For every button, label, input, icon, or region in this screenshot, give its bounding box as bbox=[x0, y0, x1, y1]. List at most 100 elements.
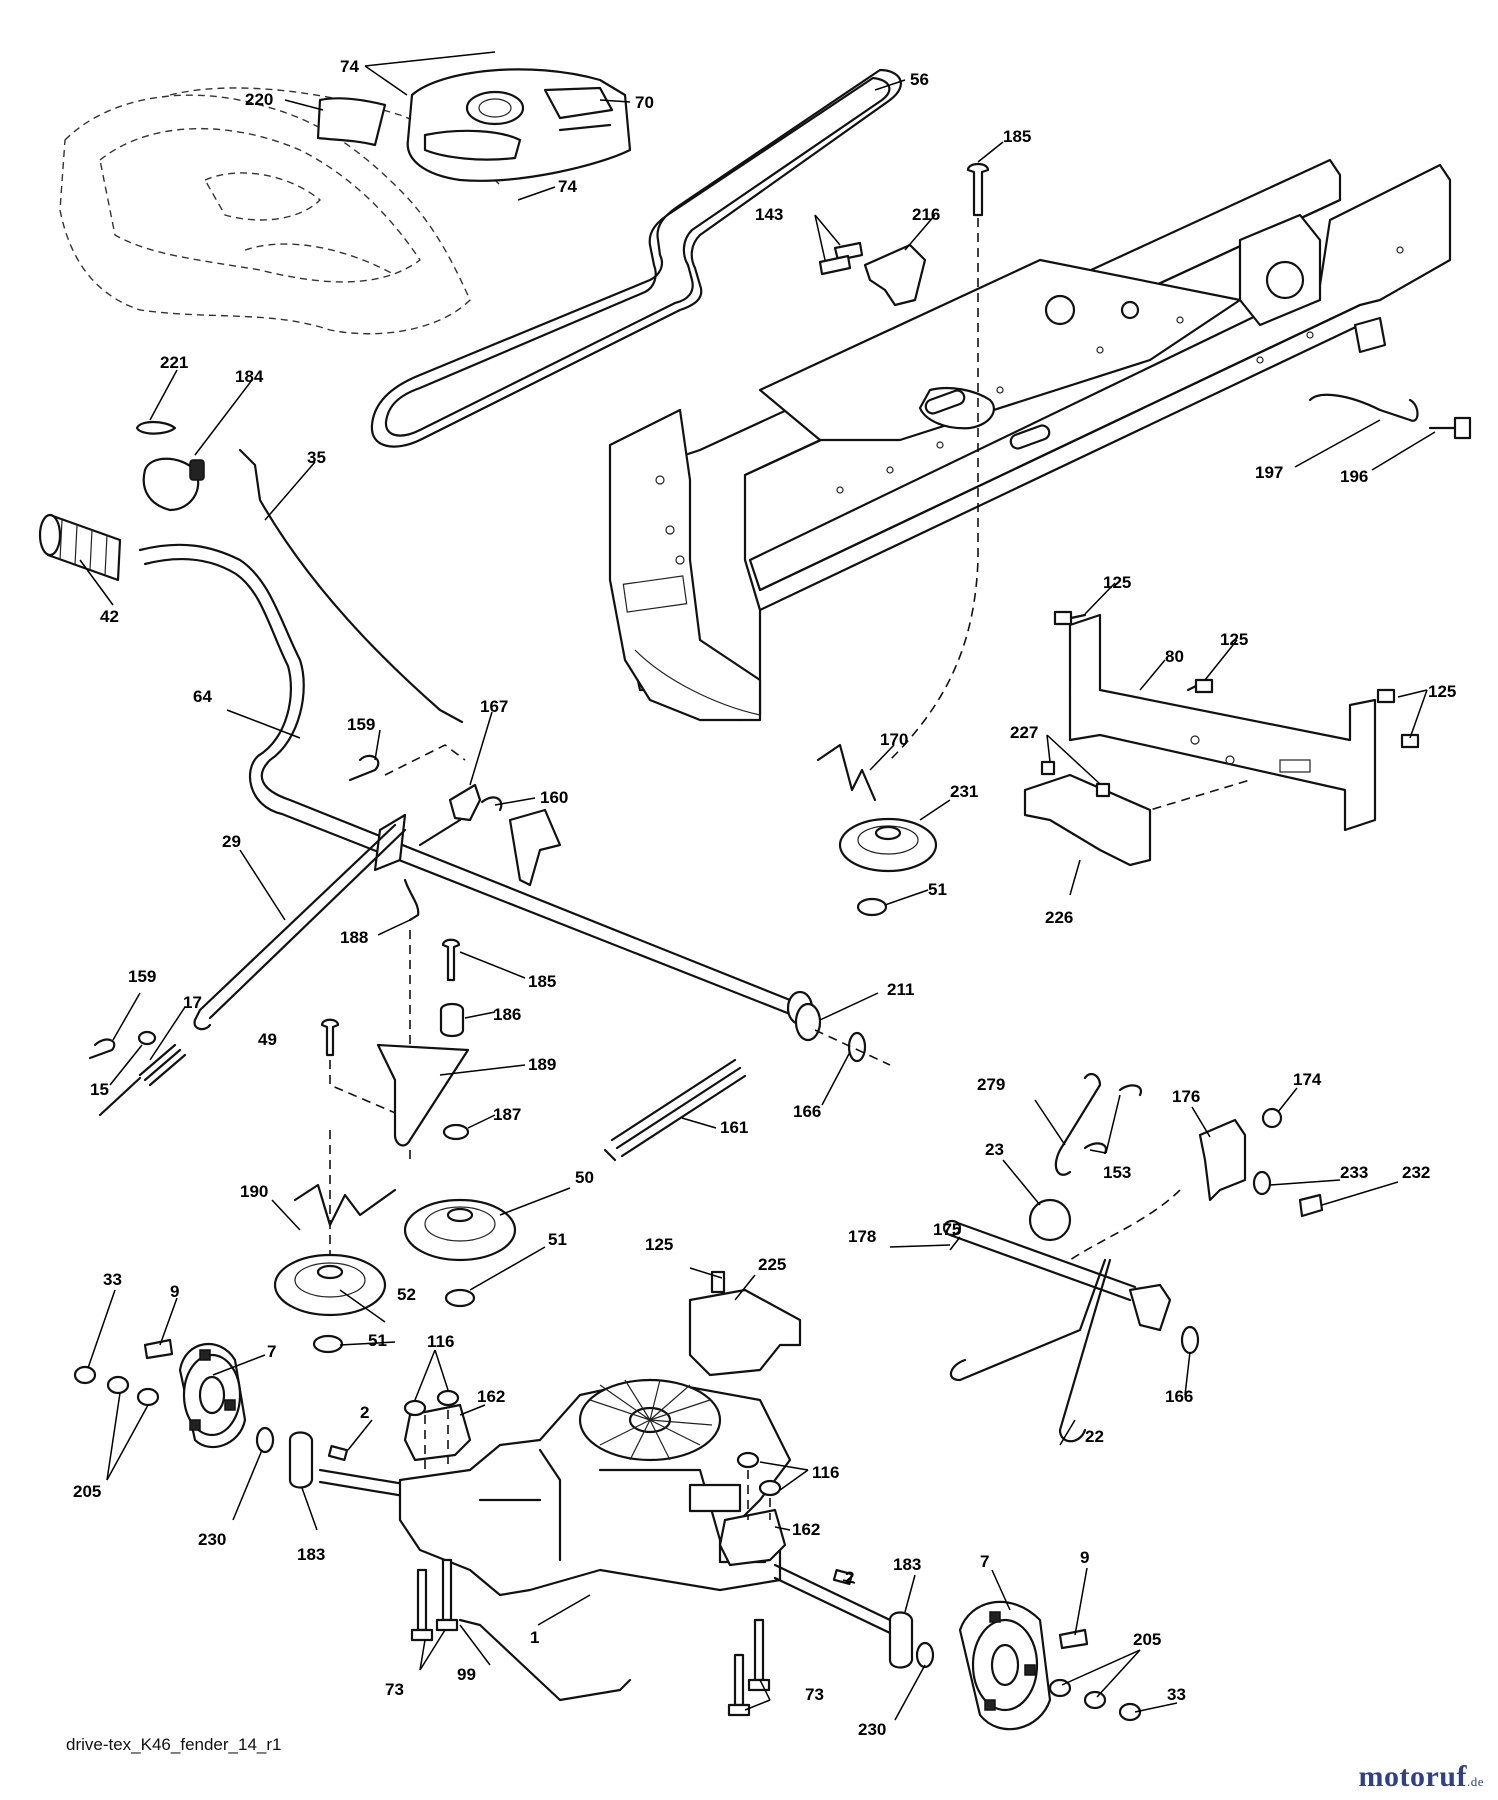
drive-belt bbox=[370, 68, 902, 448]
callout-1: 1 bbox=[530, 1628, 539, 1647]
callout-51-mid: 51 bbox=[548, 1230, 567, 1249]
lift-lever-64 bbox=[138, 543, 792, 1002]
idler-spring-170 bbox=[816, 743, 877, 802]
bolt-125-c bbox=[1376, 688, 1396, 704]
callout-174: 174 bbox=[1293, 1070, 1322, 1089]
callout-49: 49 bbox=[258, 1030, 277, 1049]
spring-17 bbox=[98, 1043, 187, 1117]
callout-35: 35 bbox=[307, 448, 326, 467]
callout-190: 190 bbox=[240, 1182, 268, 1201]
callout-143: 143 bbox=[755, 205, 783, 224]
callout-42: 42 bbox=[100, 607, 119, 626]
watermark-tld: .de bbox=[1466, 1774, 1484, 1789]
callout-125-b: 125 bbox=[1220, 630, 1248, 649]
callout-205-right: 205 bbox=[1133, 1630, 1161, 1649]
pedal-rod bbox=[1308, 393, 1419, 422]
callout-227: 227 bbox=[1010, 723, 1038, 742]
washer-33-right bbox=[1118, 1702, 1142, 1722]
callout-162-right: 162 bbox=[792, 1520, 820, 1539]
callout-74-top: 74 bbox=[340, 57, 359, 76]
callout-15: 15 bbox=[90, 1080, 109, 1099]
callout-22: 22 bbox=[1085, 1427, 1104, 1446]
nut-51-mid bbox=[444, 1288, 476, 1308]
callout-116-left: 116 bbox=[427, 1332, 454, 1351]
callout-125-a: 125 bbox=[1103, 573, 1131, 592]
fender-outline bbox=[59, 87, 501, 335]
clip-221 bbox=[135, 420, 177, 435]
callout-185-lower: 185 bbox=[528, 972, 556, 991]
callout-33-right: 33 bbox=[1167, 1685, 1186, 1704]
callout-99: 99 bbox=[457, 1665, 476, 1684]
washer-205-left-b bbox=[136, 1387, 160, 1407]
callout-232: 232 bbox=[1402, 1163, 1430, 1182]
washer-230-left bbox=[255, 1426, 275, 1454]
nut-116-left-b bbox=[436, 1389, 460, 1407]
diagram-caption: drive-tex_K46_fender_14_r1 bbox=[66, 1735, 282, 1754]
bolt-125-a bbox=[1053, 610, 1087, 626]
callout-183-right: 183 bbox=[893, 1555, 921, 1574]
callout-175: 175 bbox=[933, 1220, 961, 1239]
callout-166-lower: 166 bbox=[1165, 1387, 1193, 1406]
bolts-73-left bbox=[410, 1558, 459, 1642]
callout-7-right: 7 bbox=[980, 1552, 989, 1571]
bracket-225 bbox=[688, 1288, 802, 1377]
rod-35 bbox=[238, 448, 464, 724]
callout-51-upper: 51 bbox=[928, 880, 947, 899]
callout-220: 220 bbox=[245, 90, 273, 109]
bolt-125-b bbox=[1186, 678, 1214, 694]
washer-166-lower bbox=[1180, 1325, 1200, 1355]
tractor-frame bbox=[608, 158, 1452, 722]
callout-9-left: 9 bbox=[170, 1282, 179, 1301]
spring-190 bbox=[293, 1183, 397, 1227]
callout-176: 176 bbox=[1172, 1087, 1200, 1106]
carriage-bolt-185-upper bbox=[966, 162, 990, 217]
spacer-186 bbox=[439, 1002, 465, 1038]
callout-50: 50 bbox=[575, 1168, 594, 1187]
bracket-178 bbox=[1128, 1283, 1172, 1332]
idler-pulley-231 bbox=[838, 817, 938, 873]
callout-161: 161 bbox=[720, 1118, 748, 1137]
rod-279 bbox=[1054, 1072, 1102, 1176]
bracket-176 bbox=[1198, 1118, 1247, 1202]
transaxle-1 bbox=[398, 1378, 792, 1597]
nut-51-lower bbox=[312, 1334, 344, 1354]
washer-15 bbox=[137, 1030, 157, 1046]
washer-233 bbox=[1252, 1170, 1272, 1196]
callout-187: 187 bbox=[493, 1105, 521, 1124]
callout-116-right: 116 bbox=[812, 1463, 839, 1482]
callout-64: 64 bbox=[193, 687, 212, 706]
callout-80: 80 bbox=[1165, 647, 1184, 666]
callout-197: 197 bbox=[1255, 463, 1283, 482]
callout-189: 189 bbox=[528, 1055, 556, 1074]
mounting-bracket bbox=[1023, 613, 1377, 867]
bolt-227 bbox=[1040, 760, 1111, 798]
bracket-167 bbox=[448, 783, 482, 822]
callout-166-upper: 166 bbox=[793, 1102, 821, 1121]
washer-33-left bbox=[73, 1365, 97, 1385]
ball-23 bbox=[1028, 1198, 1072, 1242]
watermark-logo: motoruf.de bbox=[1358, 1760, 1484, 1794]
callout-33-left: 33 bbox=[103, 1270, 122, 1289]
carriage-bolt-185-lower bbox=[441, 938, 461, 982]
hub-7-left bbox=[178, 1342, 247, 1449]
clip-159-upper bbox=[348, 754, 380, 782]
callout-230-right: 230 bbox=[858, 1720, 886, 1739]
bracket-162-right bbox=[718, 1508, 787, 1567]
washer-205-right-b bbox=[1083, 1690, 1107, 1710]
callout-73-right: 73 bbox=[805, 1685, 824, 1704]
hub-7-right bbox=[958, 1600, 1052, 1731]
idler-bracket-216 bbox=[863, 243, 927, 307]
callout-29: 29 bbox=[222, 832, 241, 851]
callout-184: 184 bbox=[235, 367, 264, 386]
callout-125-lower: 125 bbox=[645, 1235, 673, 1254]
callout-52: 52 bbox=[397, 1285, 416, 1304]
callout-226: 226 bbox=[1045, 908, 1073, 927]
callout-23: 23 bbox=[985, 1140, 1004, 1159]
link-29 bbox=[193, 823, 397, 1031]
callout-51-lower: 51 bbox=[368, 1331, 387, 1350]
idler-plate-189 bbox=[376, 1043, 470, 1147]
callout-183-left: 183 bbox=[297, 1545, 325, 1564]
grille-plate bbox=[316, 97, 387, 147]
rod-99 bbox=[458, 1618, 632, 1702]
